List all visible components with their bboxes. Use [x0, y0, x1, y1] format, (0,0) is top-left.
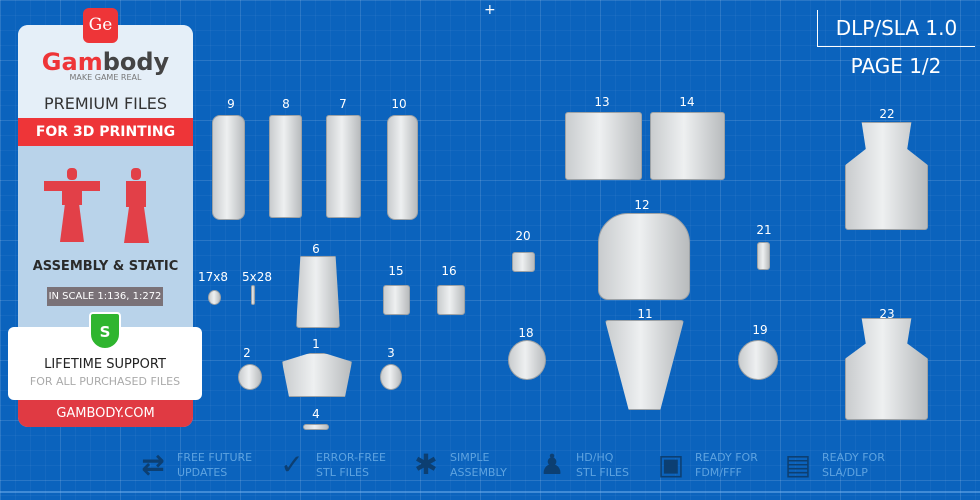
part-19: [738, 340, 778, 380]
shield-icon: S: [89, 312, 121, 350]
part-label: 21: [756, 223, 772, 237]
feature-simple-assembly: ✱ SIMPLE ASSEMBLY: [410, 448, 507, 482]
crosshair-mark: +: [484, 2, 496, 18]
lifetime-support-title: LIFETIME SUPPORT: [44, 357, 166, 372]
part-23: [845, 318, 928, 420]
version-label: DLP/SLA 1.0: [817, 10, 975, 47]
part-20: [512, 252, 535, 272]
part-label: 19: [752, 323, 768, 337]
feature-line-2: SLA/DLP: [822, 466, 868, 479]
part-10: [387, 115, 418, 220]
divider: [0, 491, 980, 493]
bust-icon: ♟: [539, 448, 565, 481]
part-12: [598, 213, 690, 300]
part-label: 6: [312, 242, 320, 256]
puzzle-icon: ✱: [414, 448, 438, 481]
feature-line-2: STL FILES: [576, 466, 629, 479]
part-1: [282, 353, 352, 397]
part-9: [212, 115, 245, 220]
feature-sla: ▤ READY FOR SLA/DLP: [782, 448, 885, 482]
part-15: [383, 285, 410, 315]
part-label: 18: [518, 326, 534, 340]
part-7: [326, 115, 361, 218]
feature-line-2: STL FILES: [316, 466, 369, 479]
part-11: [605, 320, 684, 410]
brand-name[interactable]: Gambody: [18, 48, 193, 76]
feature-line-1: FREE FUTURE: [177, 451, 253, 464]
part-label: 2: [243, 346, 251, 360]
part-label: 5x28: [241, 270, 273, 284]
part-label: 20: [515, 229, 531, 243]
premium-files-heading: PREMIUM FILES: [43, 94, 168, 113]
gambody-site-link[interactable]: GAMBODY.COM: [18, 400, 193, 427]
brand-red: Gam: [41, 48, 103, 76]
part-22: [845, 122, 928, 230]
feature-line-1: READY FOR: [695, 451, 758, 464]
part-label: 8: [282, 97, 290, 111]
part-label: 14: [679, 95, 695, 109]
part-label: 15: [388, 264, 404, 278]
part-label: 3: [387, 346, 395, 360]
brand-gray: body: [102, 48, 170, 76]
lifetime-support-subtitle: FOR ALL PURCHASED FILES: [29, 375, 181, 388]
fdm-printer-icon: ▣: [657, 448, 685, 481]
part-label: 7: [339, 97, 347, 111]
feature-line-2: UPDATES: [177, 466, 228, 479]
page-indicator: PAGE 1/2: [850, 54, 942, 78]
part-13: [565, 112, 642, 180]
for-3d-printing-banner: FOR 3D PRINTING: [18, 118, 193, 146]
part-6: [296, 256, 340, 328]
scale-badge: IN SCALE 1:136, 1:272: [47, 287, 163, 306]
part-label: 4: [312, 407, 320, 421]
part-label: 17x8: [197, 270, 229, 284]
feature-line-2: ASSEMBLY: [450, 466, 507, 479]
part-8: [269, 115, 302, 218]
part-label: 12: [634, 198, 650, 212]
part-4: [303, 424, 329, 430]
part-label: 16: [441, 264, 457, 278]
part-5: [251, 285, 255, 305]
part-label: 22: [879, 107, 895, 121]
part-17: [208, 290, 221, 305]
part-14: [650, 112, 725, 180]
feature-line-1: READY FOR: [822, 451, 885, 464]
feature-free-updates: ⇄ FREE FUTURE UPDATES: [137, 448, 252, 482]
part-label: 23: [879, 307, 895, 321]
part-label: 9: [227, 97, 235, 111]
file-check-icon: ✓: [280, 448, 304, 481]
part-3: [380, 364, 402, 390]
feature-line-1: SIMPLE: [450, 451, 490, 464]
feature-fdm: ▣ READY FOR FDM/FFF: [655, 448, 758, 482]
part-2: [238, 364, 262, 390]
assembly-static-label: ASSEMBLY & STATIC: [32, 259, 179, 274]
part-label: 11: [637, 307, 653, 321]
part-18: [508, 340, 546, 380]
gambody-logo-icon[interactable]: Ge: [83, 8, 118, 43]
part-16: [437, 285, 465, 315]
refresh-icon: ⇄: [141, 448, 165, 481]
feature-error-free: ✓ ERROR-FREE STL FILES: [276, 448, 386, 482]
feature-hd-stl: ♟ HD/HQ STL FILES: [536, 448, 629, 482]
feature-line-2: FDM/FFF: [695, 466, 742, 479]
part-label: 10: [391, 97, 407, 111]
part-label: 13: [594, 95, 610, 109]
tagline: MAKE GAME REAL: [69, 73, 142, 82]
feature-line-1: ERROR-FREE: [316, 451, 386, 464]
part-label: 1: [312, 337, 320, 351]
feature-line-1: HD/HQ: [576, 451, 614, 464]
sla-printer-icon: ▤: [784, 448, 812, 481]
part-21: [757, 242, 770, 270]
